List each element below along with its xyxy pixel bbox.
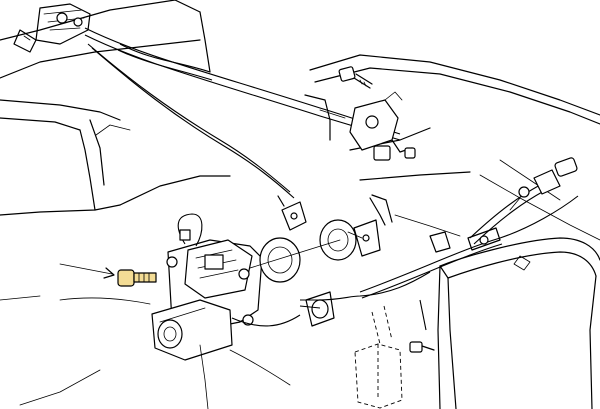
mounting-bolt-upper-right	[338, 66, 373, 89]
wiring-lower-left	[59, 297, 291, 409]
mounting-bolt-highlighted	[59, 263, 157, 287]
fender-bracket-right	[437, 227, 600, 409]
dashed-bracket-lower	[354, 299, 435, 409]
connector-right	[509, 157, 578, 211]
grommet	[299, 271, 431, 327]
vacuum-bracket-top-left	[13, 3, 91, 53]
seal-rings	[249, 219, 357, 283]
bowden-cable-pair	[84, 27, 401, 199]
electric-actuator	[151, 213, 301, 361]
cowl-outline-right	[304, 54, 600, 253]
body-panel-outline	[0, 0, 231, 406]
bracket-upper-right	[349, 91, 416, 161]
small-bracket-center	[277, 195, 381, 257]
